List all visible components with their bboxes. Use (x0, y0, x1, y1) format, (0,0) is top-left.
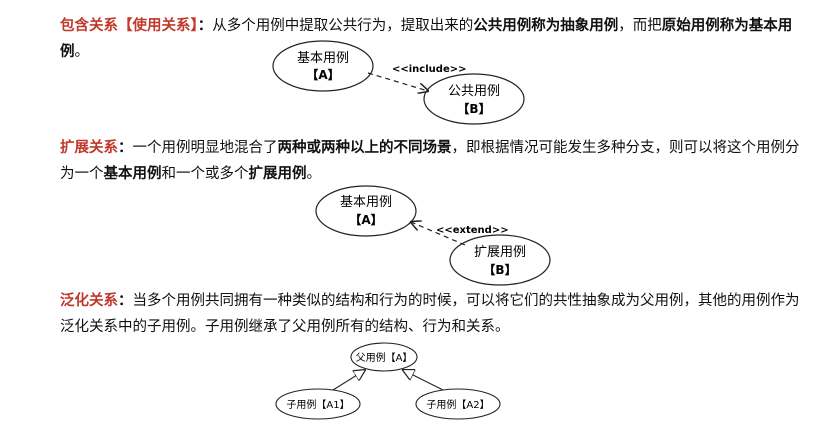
extend-ext-name: 扩展用例 (474, 245, 526, 260)
generalization-heading: 泛化关系 (60, 293, 118, 309)
generalization-arrow-a2 (403, 370, 444, 391)
child-usecase-a2-label: 子用例【A2】 (426, 398, 489, 411)
include-base-usecase (272, 40, 374, 92)
extend-description: 扩展关系：一个用例明显地混合了两种或两种以上的不同场景，即根据情况可能发生多种分… (60, 140, 800, 182)
generalization-arrow-a1 (332, 370, 365, 391)
include-common-usecase (423, 73, 525, 125)
include-base-name: 基本用例 (297, 51, 349, 66)
include-common-tag: 【B】 (457, 101, 490, 116)
extend-heading: 扩展关系 (60, 140, 118, 156)
child-usecase-a1 (275, 388, 361, 420)
include-diagram: 基本用例 【A】 公共用例 【B】 <<include>> (272, 40, 525, 125)
extend-diagram: 基本用例 【A】 扩展用例 【B】 <<extend>> (315, 185, 551, 286)
parent-usecase (350, 342, 418, 372)
include-heading: 包含关系【使用关系】 (60, 18, 198, 34)
include-arrow (367, 72, 428, 91)
include-description: 包含关系【使用关系】：从多个用例中提取公共行为，提取出来的公共用例称为抽象用例，… (60, 18, 793, 60)
extend-arrow (411, 222, 466, 246)
include-base-tag: 【A】 (306, 67, 339, 82)
include-stereotype: <<include>> (392, 64, 466, 75)
child-usecase-a1-label: 子用例【A1】 (286, 398, 349, 411)
extend-ext-usecase (449, 234, 551, 286)
generalization-description: 泛化关系：当多个用例共同拥有一种类似的结构和行为的时候，可以将它们的共性抽象成为… (60, 293, 800, 335)
include-common-name: 公共用例 (448, 84, 500, 99)
child-usecase-a2 (415, 388, 501, 420)
extend-ext-tag: 【B】 (483, 262, 516, 277)
extend-stereotype: <<extend>> (436, 225, 509, 236)
extend-base-tag: 【A】 (349, 212, 382, 227)
generalization-diagram: 父用例【A】 子用例【A1】 子用例【A2】 (275, 342, 501, 420)
parent-usecase-label: 父用例【A】 (356, 351, 413, 364)
extend-base-name: 基本用例 (340, 195, 392, 210)
extend-base-usecase (315, 185, 417, 237)
